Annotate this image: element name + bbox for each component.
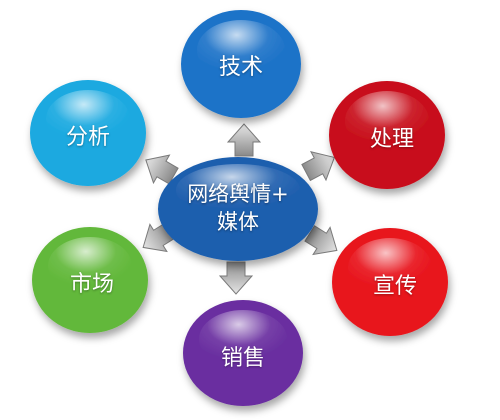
node-promo xyxy=(332,228,448,336)
center-node xyxy=(158,157,318,261)
arrow-upper-left-icon xyxy=(145,154,179,185)
arrow-up-icon xyxy=(226,123,262,157)
arrow-down-icon xyxy=(218,261,254,295)
node-market xyxy=(32,227,148,333)
arrow-lower-right-icon xyxy=(304,225,338,256)
arrow-upper-right-icon xyxy=(301,151,336,182)
node-process xyxy=(329,81,445,189)
node-sales xyxy=(183,300,303,406)
node-analysis xyxy=(30,80,146,186)
node-tech xyxy=(181,10,301,118)
